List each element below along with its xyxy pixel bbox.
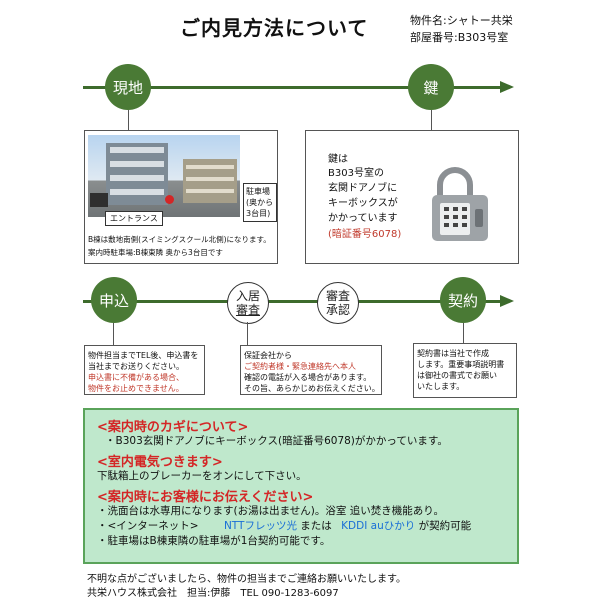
kagi-text-5: かかっています	[328, 213, 398, 224]
keybox-icon	[426, 167, 496, 245]
step-genchi: 現地	[105, 64, 151, 110]
genchi-box: エントランス 駐車場 (奥から 3台目) B棟は敷地南側(スイミングスクール北側…	[84, 130, 278, 264]
entrance-marker	[165, 195, 174, 204]
genchi-desc-1: B棟は敷地南側(スイミングスクール北側)になります。	[88, 235, 271, 244]
keiyaku-text-4: いたします。	[417, 382, 465, 391]
step-moushikomi: 申込	[91, 277, 137, 323]
shinsa-box: 保証会社から ご契約者様・緊急連絡先へ本人 確認の電話が入る場合があります。 そ…	[240, 345, 382, 395]
connector-nyukyo	[247, 322, 248, 345]
timeline-top	[83, 86, 503, 89]
footer-company: 共栄ハウス株式会社 担当:伊藤 TEL 090-1283-6097	[87, 588, 339, 599]
kagi-text-4: キーボックスが	[328, 198, 398, 209]
kagi-text-2: B303号室の	[328, 168, 384, 179]
moushikomi-text-1: 物件担当までTEL後、申込書を	[88, 351, 199, 360]
connector-kagi	[431, 110, 432, 130]
shinsa-text-1: 保証会社から	[244, 351, 292, 360]
room-number: 部屋番号:B303号室	[410, 31, 509, 44]
kagi-text-1: 鍵は	[328, 154, 348, 165]
parking-label: 駐車場 (奥から 3台目)	[243, 183, 277, 222]
notes-electric-text: 下駄箱上のブレーカーをオンにして下さい。	[97, 470, 307, 482]
notes-internet-available: が契約可能	[418, 520, 472, 532]
arrow-head-top	[500, 81, 514, 93]
footer-contact-note: 不明な点がございましたら、物件の担当までご連絡お願いいたします。	[87, 574, 406, 585]
notes-heading-key: <案内時のカギについて>	[97, 420, 249, 435]
connector-keiyaku	[463, 323, 464, 343]
notes-heading-electric: <室内電気つきます>	[97, 455, 223, 470]
property-name: 物件名:シャトー共栄	[410, 14, 513, 27]
notes-internet-kddi: KDDI auひかり	[341, 520, 416, 532]
keiyaku-box: 契約書は当社で作成 します。重要事項説明書 は御社の書式でお願い いたします。	[413, 343, 517, 398]
step-shinsa-shonin: 審査 承認	[317, 282, 359, 324]
arrow-head-bottom	[500, 295, 514, 307]
page-title: ご内見方法について	[180, 16, 369, 40]
entrance-label: エントランス	[105, 211, 163, 226]
shinsa-text-2: ご契約者様・緊急連絡先へ本人	[244, 362, 356, 371]
moushikomi-text-2: 当社までお送りください。	[88, 362, 184, 371]
connector-genchi	[128, 110, 129, 130]
step-nyukyo-shinsa: 入居 審査	[227, 282, 269, 324]
step-nyukyo-line2: 審査	[235, 303, 260, 317]
building-photo	[88, 135, 240, 217]
timeline-bottom	[83, 300, 503, 303]
notes-internet-label: ・<インターネット>	[97, 520, 199, 532]
kagi-text-3: 玄関ドアノブに	[328, 183, 398, 194]
step-kagi: 鍵	[408, 64, 454, 110]
step-nyukyo-line1: 入居	[235, 289, 260, 303]
keiyaku-text-3: は御社の書式でお願い	[417, 371, 497, 380]
step-moushikomi-label: 申込	[98, 291, 129, 310]
step-keiyaku-label: 契約	[447, 291, 478, 310]
keiyaku-text-1: 契約書は当社で作成	[417, 349, 489, 358]
genchi-desc-2: 案内時駐車場:B棟東隣 奥から3台目です	[88, 248, 223, 257]
shinsa-text-4: その旨、あらかじめお伝えください。	[244, 384, 380, 393]
notes-water-text: ・洗面台は水専用になります(お湯は出ません)。浴室 追い焚き機能あり。	[97, 505, 445, 517]
notes-heading-customer: <案内時にお客様にお伝えください>	[97, 490, 314, 505]
notes-panel: <案内時のカギについて> ・B303玄関ドアノブにキーボックス(暗証番号6078…	[83, 408, 519, 564]
step-shinsa-line2: 承認	[325, 303, 350, 317]
notes-internet-or: または	[300, 520, 332, 532]
moushikomi-box: 物件担当までTEL後、申込書を 当社までお送りください。 申込書に不備がある場合…	[84, 345, 205, 395]
notes-internet-ntt: NTTフレッツ光	[223, 520, 297, 532]
notes-key-text: ・B303玄関ドアノブにキーボックス(暗証番号6078)がかかっています。	[105, 435, 448, 447]
step-genchi-label: 現地	[112, 78, 143, 97]
kagi-box: 鍵は B303号室の 玄関ドアノブに キーボックスが かかっています (暗証番号…	[305, 130, 519, 264]
step-keiyaku: 契約	[440, 277, 486, 323]
step-shinsa-line1: 審査	[325, 289, 350, 303]
moushikomi-text-3: 申込書に不備がある場合、	[88, 373, 184, 382]
kagi-code: (暗証番号6078)	[328, 229, 402, 240]
notes-internet-row: ・<インターネット> NTTフレッツ光 または KDDI auひかり が契約可能	[97, 520, 471, 533]
keiyaku-text-2: します。重要事項説明書	[417, 360, 505, 369]
shinsa-text-3: 確認の電話が入る場合があります。	[244, 373, 372, 382]
moushikomi-text-4: 物件をお止めできません。	[88, 384, 184, 393]
connector-moushikomi	[113, 323, 114, 345]
notes-parking-text: ・駐車場はB棟東隣の駐車場が1台契約可能です。	[97, 535, 331, 547]
step-kagi-label: 鍵	[423, 78, 439, 97]
